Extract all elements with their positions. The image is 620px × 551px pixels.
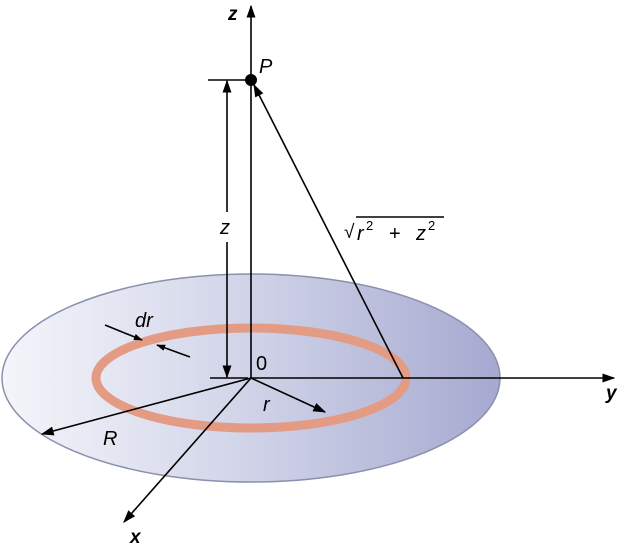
- sqrt-symbol: √: [344, 222, 355, 243]
- origin-label: 0: [256, 353, 267, 375]
- formula-r-exp: 2: [366, 218, 373, 233]
- ring-radius-vector: [250, 377, 327, 413]
- dr-arrow-outer: [104, 324, 143, 341]
- distance-vector: [253, 83, 404, 379]
- x-axis-label: x: [129, 527, 142, 548]
- point-p-label: P: [259, 56, 273, 78]
- y-axis-label: y: [605, 383, 618, 404]
- field-point-p: [245, 74, 257, 86]
- formula-plus: +: [389, 223, 401, 245]
- disk-radius-label: R: [103, 428, 117, 450]
- distance-formula: √ r 2 + z 2: [344, 216, 444, 245]
- height-label: z: [219, 217, 230, 239]
- dr-arrow-inner: [156, 344, 191, 358]
- disk-radius-vector: [40, 377, 252, 436]
- formula-z-exp: 2: [428, 218, 435, 233]
- ring-radius-label: r: [263, 394, 271, 416]
- ring-thickness-label: dr: [135, 310, 154, 332]
- formula-r: r: [357, 223, 365, 245]
- x-axis: [123, 377, 252, 523]
- formula-z: z: [415, 223, 426, 245]
- z-axis-label: z: [227, 4, 238, 25]
